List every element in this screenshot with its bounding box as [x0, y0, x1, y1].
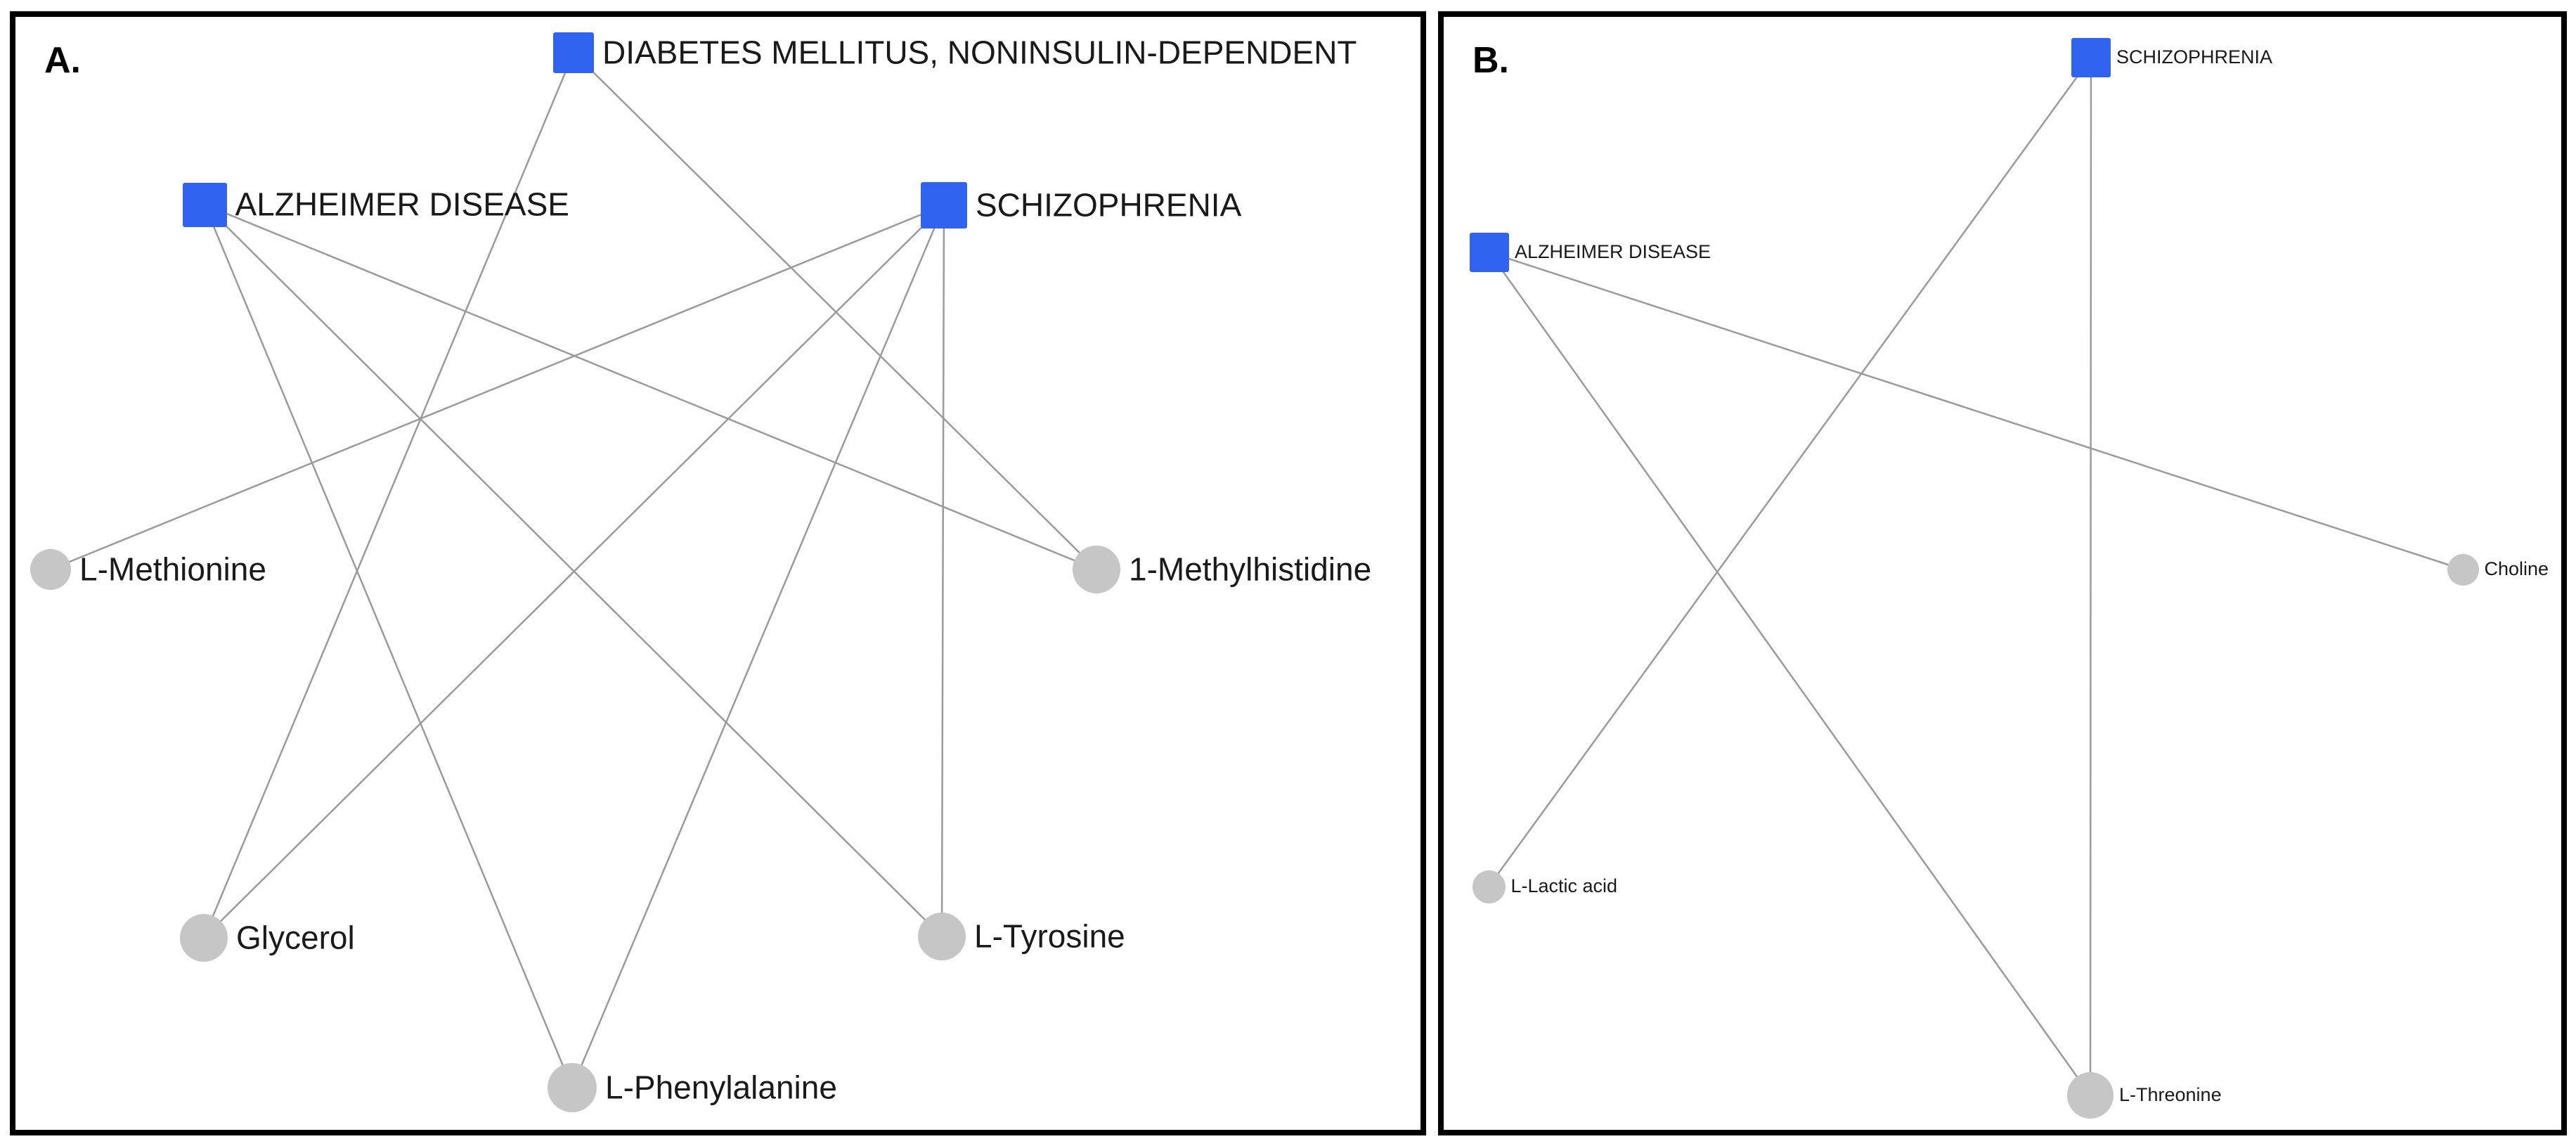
- edge-schizophrenia-l-methionine: [50, 204, 945, 571]
- node-l-lactic-acid[interactable]: [1472, 870, 1506, 903]
- node-diabetes[interactable]: [553, 32, 594, 73]
- network-panel-a: A. DIABETES MELLITUS, NONINSULIN-DEPENDE…: [10, 11, 1426, 1135]
- edge-alzheimer-1-methylhistidine: [204, 203, 1097, 571]
- network-panel-b: B. SCHIZOPHRENIA ALZHEIMER DISEASE Choline…: [1438, 11, 2567, 1135]
- node-l-phenylalanine[interactable]: [548, 1063, 597, 1112]
- edge-schizophrenia-l-tyrosine: [940, 205, 945, 937]
- panel-a-label: A.: [44, 40, 81, 81]
- node-schizophrenia[interactable]: [921, 182, 967, 228]
- edge-diabetes-glycerol: [202, 52, 575, 939]
- node-glycerol[interactable]: [180, 914, 228, 962]
- node-choline[interactable]: [2447, 553, 2479, 586]
- panel-b-label: B.: [1473, 40, 1509, 81]
- node-label-l-lactic-acid: L-Lactic acid: [1510, 875, 1618, 897]
- node-label-1-methylhistidine: 1-Methylhistidine: [1129, 551, 1372, 588]
- node-label-glycerol: Glycerol: [236, 919, 355, 956]
- node-label-choline: Choline: [2484, 558, 2549, 580]
- edge-alzheimer-l-tyrosine: [204, 204, 943, 937]
- node-label-l-phenylalanine: L-Phenylalanine: [605, 1069, 837, 1106]
- node-1-methylhistidine[interactable]: [1073, 546, 1120, 593]
- node-schizophrenia-b[interactable]: [2071, 38, 2111, 77]
- edge-schizophrenia-b-l-lactic-acid: [1487, 57, 2092, 887]
- node-alzheimer[interactable]: [182, 182, 227, 227]
- edge-schizophrenia-glycerol: [203, 205, 945, 939]
- edge-diabetes-1-methylhistidine: [573, 52, 1097, 570]
- node-label-schizophrenia-b: SCHIZOPHRENIA: [2116, 46, 2273, 68]
- node-label-alzheimer-b: ALZHEIMER DISEASE: [1515, 241, 1711, 263]
- edge-alzheimer-b-l-threonine: [1488, 252, 2092, 1096]
- node-label-l-threonine: L-Threonine: [2119, 1084, 2222, 1106]
- edge-alzheimer-b-choline: [1489, 251, 2464, 571]
- edge-alzheimer-l-phenylalanine: [203, 204, 574, 1088]
- node-l-methionine[interactable]: [30, 549, 71, 590]
- node-label-l-tyrosine: L-Tyrosine: [974, 918, 1125, 955]
- edge-schizophrenia-b-l-threonine: [2089, 57, 2092, 1096]
- node-alzheimer-b[interactable]: [1470, 233, 1509, 272]
- node-l-tyrosine[interactable]: [918, 913, 966, 960]
- edge-layer-a: [50, 52, 1097, 1088]
- node-label-l-methionine: L-Methionine: [79, 551, 266, 588]
- node-label-diabetes: DIABETES MELLITUS, NONINSULIN-DEPENDENT: [602, 34, 1357, 71]
- edge-layer-b: [1487, 57, 2464, 1096]
- edge-schizophrenia-l-phenylalanine: [571, 205, 945, 1088]
- node-label-alzheimer: ALZHEIMER DISEASE: [235, 186, 569, 223]
- node-label-schizophrenia: SCHIZOPHRENIA: [976, 186, 1242, 224]
- node-l-threonine[interactable]: [2067, 1072, 2114, 1119]
